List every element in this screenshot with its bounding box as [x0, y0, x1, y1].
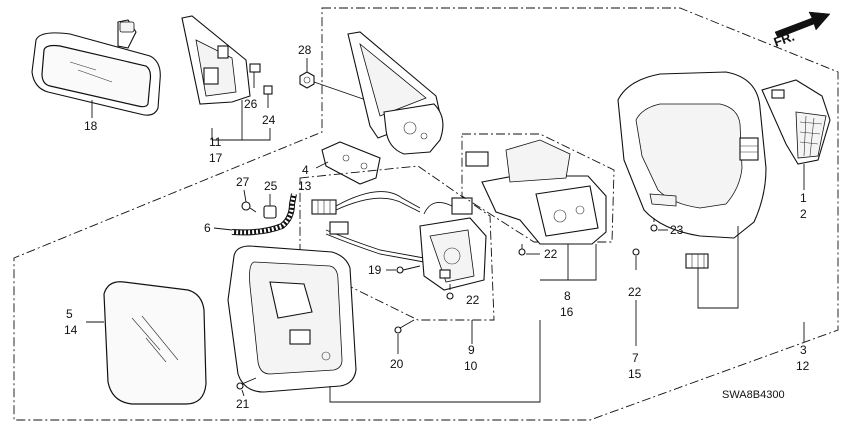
- mirror-glass-part: [103, 281, 207, 405]
- callout-6: 6: [204, 221, 211, 235]
- mirror-holder-part: [227, 245, 357, 393]
- callout-19: 19: [368, 263, 382, 277]
- bracket-4-part: [321, 141, 381, 185]
- callout-14: 14: [64, 323, 78, 337]
- callout-11: 11: [209, 135, 222, 149]
- callout-13: 13: [298, 179, 312, 193]
- callout-22-actuator: 22: [466, 293, 480, 307]
- mirror-base-part: [347, 31, 444, 155]
- callout-5: 5: [66, 307, 73, 321]
- callout-24: 24: [262, 113, 276, 127]
- clip-24-part: [263, 85, 273, 108]
- screw-23-part: [650, 218, 658, 232]
- screw-22-actuator-part: [446, 284, 454, 300]
- turn-signal-part: [761, 79, 831, 165]
- connector-housing-part: [685, 253, 709, 269]
- assembly-boundary: [13, 7, 839, 421]
- callout-28: 28: [298, 43, 312, 57]
- nut-28-part: [299, 71, 315, 89]
- motor-subassembly-boundary: [461, 133, 615, 243]
- callout-9: 9: [468, 343, 475, 357]
- diagram-code: SWA8B4300: [722, 389, 785, 401]
- front-direction-label: FR.: [772, 29, 797, 50]
- callout-12: 12: [796, 359, 810, 373]
- callout-4: 4: [302, 163, 309, 177]
- screw-22-housing-part: [632, 248, 640, 270]
- screw-27-part: [241, 201, 257, 213]
- screw-19-part: [396, 265, 421, 274]
- callout-22-housing: 22: [628, 285, 642, 299]
- front-direction-arrow: FR.: [772, 11, 831, 50]
- screw-22-motor-part: [518, 244, 526, 256]
- callout-27: 27: [236, 175, 250, 189]
- callout-10: 10: [464, 359, 478, 373]
- wire-harness-part: [311, 191, 473, 263]
- callout-7: 7: [632, 351, 639, 365]
- rearview-mirror-part: [31, 19, 161, 116]
- callout-17: 17: [209, 151, 223, 165]
- clip-25-part: [263, 205, 277, 219]
- callout-26: 26: [244, 97, 258, 111]
- callout-3: 3: [800, 343, 807, 357]
- callout-22-motor: 22: [544, 247, 558, 261]
- callout-23: 23: [670, 223, 684, 237]
- callout-1: 1: [800, 191, 807, 205]
- actuator-part: [419, 217, 487, 291]
- screw-20-part: [394, 319, 415, 334]
- clip-26-part: [249, 63, 261, 88]
- inner-cover-part: [181, 15, 251, 105]
- callout-15: 15: [628, 367, 642, 381]
- callout-16: 16: [560, 305, 574, 319]
- screw-21-part: [236, 377, 257, 390]
- callout-20: 20: [390, 357, 404, 371]
- callout-21: 21: [236, 397, 250, 411]
- harness-6-part: [231, 193, 297, 236]
- mirror-housing-part: [617, 71, 767, 239]
- callout-18: 18: [84, 119, 98, 133]
- motor-unit-part: [465, 139, 607, 245]
- callout-8: 8: [564, 289, 571, 303]
- callout-2: 2: [800, 207, 807, 221]
- callout-25: 25: [264, 179, 278, 193]
